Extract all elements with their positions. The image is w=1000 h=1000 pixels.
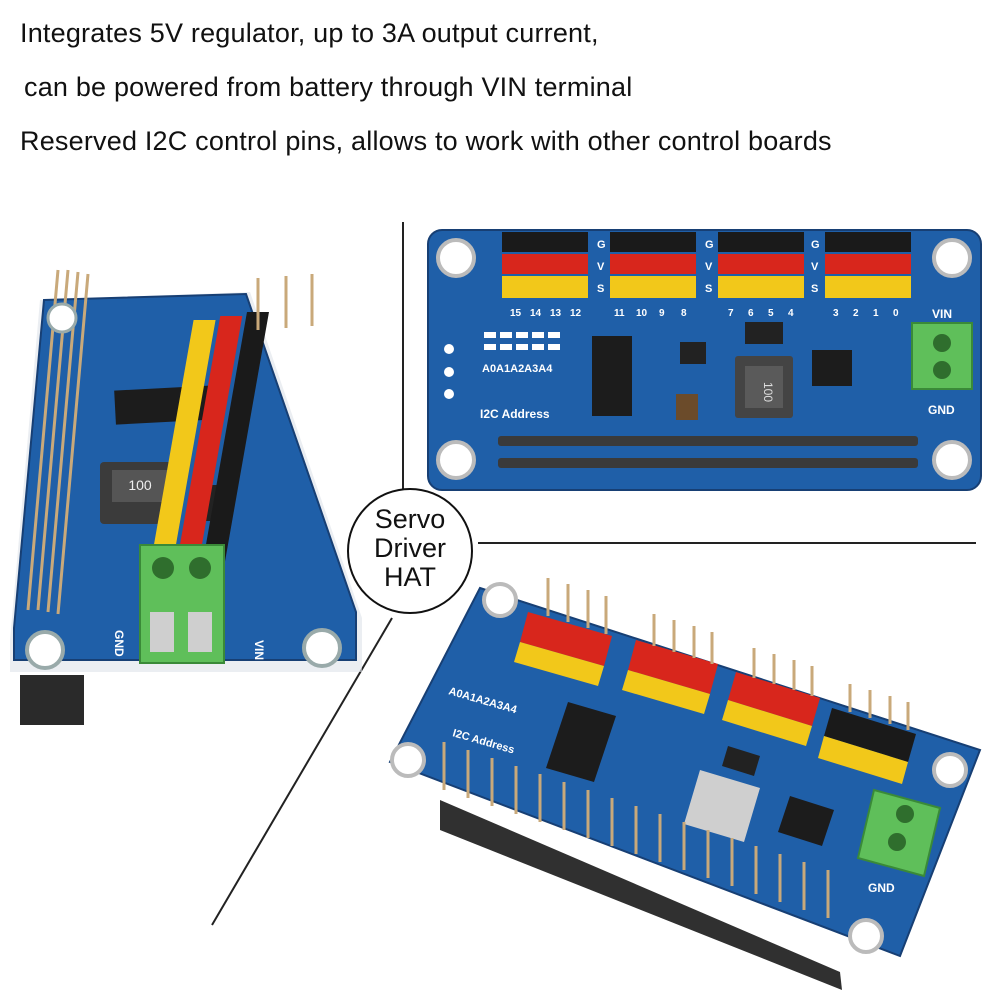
- top-header-group-a: [502, 232, 588, 298]
- top-addr-pins: A0A1A2A3A4: [482, 363, 553, 375]
- ch-11: 11: [614, 308, 625, 319]
- badge-line-2: Driver: [374, 533, 446, 563]
- ch-2: 2: [853, 308, 859, 319]
- gvs-s-b: S: [705, 283, 712, 295]
- top-vin-label: VIN: [932, 307, 952, 321]
- gvs-v-c: V: [811, 261, 819, 273]
- feature-line-1: Integrates 5V regulator, up to 3A output…: [20, 18, 599, 48]
- ch-13: 13: [550, 308, 562, 319]
- left-board: 100 VIN GND: [10, 269, 362, 725]
- gvs-s-a: S: [597, 283, 604, 295]
- servo-driver-hat-badge: Servo Driver HAT: [347, 488, 473, 614]
- ch-0: 0: [893, 308, 899, 319]
- ch-12: 12: [570, 308, 582, 319]
- ch-6: 6: [748, 308, 754, 319]
- badge-line-1: Servo: [375, 504, 446, 534]
- left-gnd-label: GND: [112, 630, 126, 657]
- gvs-g-c: G: [811, 239, 820, 251]
- ch-5: 5: [768, 308, 774, 319]
- gvs-s-c: S: [811, 283, 818, 295]
- ch-7: 7: [728, 308, 734, 319]
- top-header-group-c: [718, 232, 804, 298]
- left-inductor-code: 100: [128, 477, 152, 493]
- ch-3: 3: [833, 308, 839, 319]
- bottom-gnd-label: GND: [868, 881, 895, 895]
- left-vin-label: VIN: [252, 640, 266, 660]
- ch-1: 1: [873, 308, 879, 319]
- ch-15: 15: [510, 308, 522, 319]
- ch-8: 8: [681, 308, 687, 319]
- top-board: G V S G V S G V S 15 14 13 12 11 10 9 8 …: [427, 229, 982, 491]
- feature-line-3: Reserved I2C control pins, allows to wor…: [20, 126, 832, 156]
- ch-10: 10: [636, 308, 648, 319]
- gvs-g-b: G: [705, 239, 714, 251]
- gvs-g-a: G: [597, 239, 606, 251]
- top-inductor-code: 100: [761, 382, 775, 402]
- top-header-group-b: [610, 232, 696, 298]
- gvs-v-b: V: [705, 261, 713, 273]
- ch-14: 14: [530, 308, 542, 319]
- badge-line-3: HAT: [384, 562, 436, 592]
- top-i2c-label: I2C Address: [480, 407, 550, 421]
- ch-4: 4: [788, 308, 794, 319]
- top-header-group-d: [825, 232, 911, 298]
- ch-9: 9: [659, 308, 665, 319]
- gvs-v-a: V: [597, 261, 605, 273]
- bottom-board: GND A0A1A2A3A4 I2C Address: [388, 578, 982, 990]
- top-gnd-label: GND: [928, 403, 955, 417]
- feature-line-2: can be powered from battery through VIN …: [24, 72, 633, 102]
